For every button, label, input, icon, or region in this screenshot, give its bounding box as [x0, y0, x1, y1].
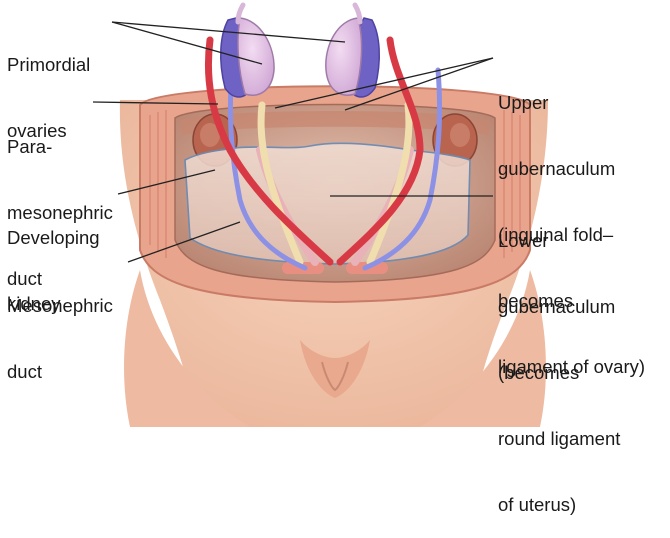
illustration: Primordial ovaries Para- mesonephric duc… [0, 0, 670, 427]
label-mesonephric-duct: Mesonephric duct [7, 251, 113, 405]
ovary-right [326, 5, 379, 97]
ovary-left [221, 5, 274, 97]
label-lower-gubernaculum: Lower gubernaculum (becomes round ligame… [498, 186, 620, 538]
